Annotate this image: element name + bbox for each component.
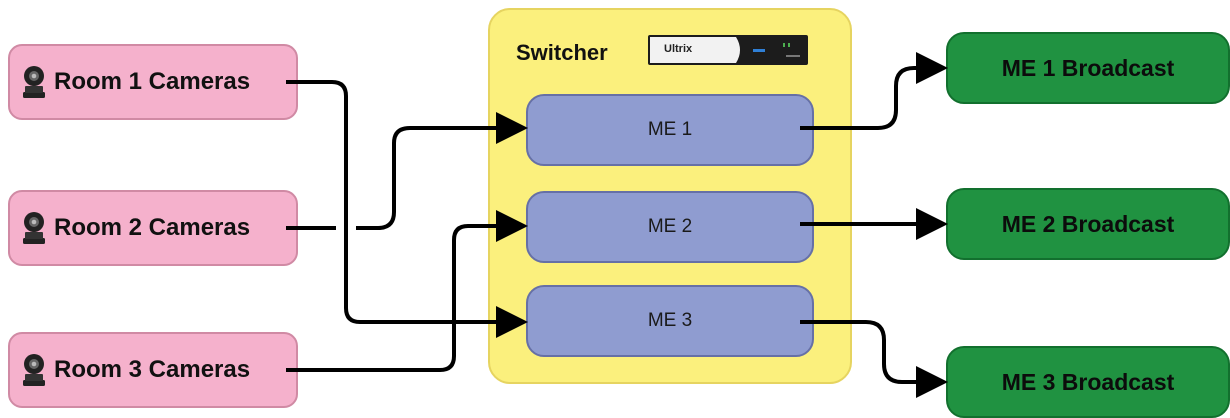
source-label: Room 2 Cameras bbox=[54, 214, 251, 241]
source-label: Room 3 Cameras bbox=[54, 356, 251, 383]
ptz-camera-icon bbox=[23, 66, 45, 98]
ptz-camera-icon bbox=[23, 212, 45, 244]
wire-room1-to-me3 bbox=[286, 80, 528, 338]
me-1-box: ME 1 bbox=[526, 94, 814, 166]
wire-room2-to-me1 bbox=[356, 112, 528, 230]
output-label: ME 1 Broadcast bbox=[1001, 54, 1175, 81]
me-label: ME 2 bbox=[647, 216, 693, 237]
output-me-2-broadcast: ME 2 Broadcast bbox=[946, 188, 1230, 260]
output-label: ME 2 Broadcast bbox=[1001, 210, 1175, 237]
me-label: ME 1 bbox=[647, 119, 693, 140]
source-room-1: Room 1 Cameras bbox=[8, 44, 298, 120]
wire-me1-to-broadcast bbox=[800, 52, 948, 130]
wire-room3-to-me2 bbox=[286, 210, 528, 372]
switcher-title: Switcher bbox=[516, 40, 608, 65]
ultrix-device-icon: Ultrix bbox=[648, 35, 808, 65]
output-label: ME 3 Broadcast bbox=[1001, 368, 1175, 395]
source-label: Room 1 Cameras bbox=[54, 68, 251, 95]
device-brand-label: Ultrix bbox=[664, 43, 693, 55]
me-label: ME 3 bbox=[647, 310, 693, 331]
wire-me3-to-broadcast bbox=[800, 320, 948, 398]
me-2-box: ME 2 bbox=[526, 191, 814, 263]
source-room-3: Room 3 Cameras bbox=[8, 332, 298, 408]
source-room-2: Room 2 Cameras bbox=[8, 190, 298, 266]
output-me-1-broadcast: ME 1 Broadcast bbox=[946, 32, 1230, 104]
output-me-3-broadcast: ME 3 Broadcast bbox=[946, 346, 1230, 418]
ptz-camera-icon bbox=[23, 354, 45, 386]
